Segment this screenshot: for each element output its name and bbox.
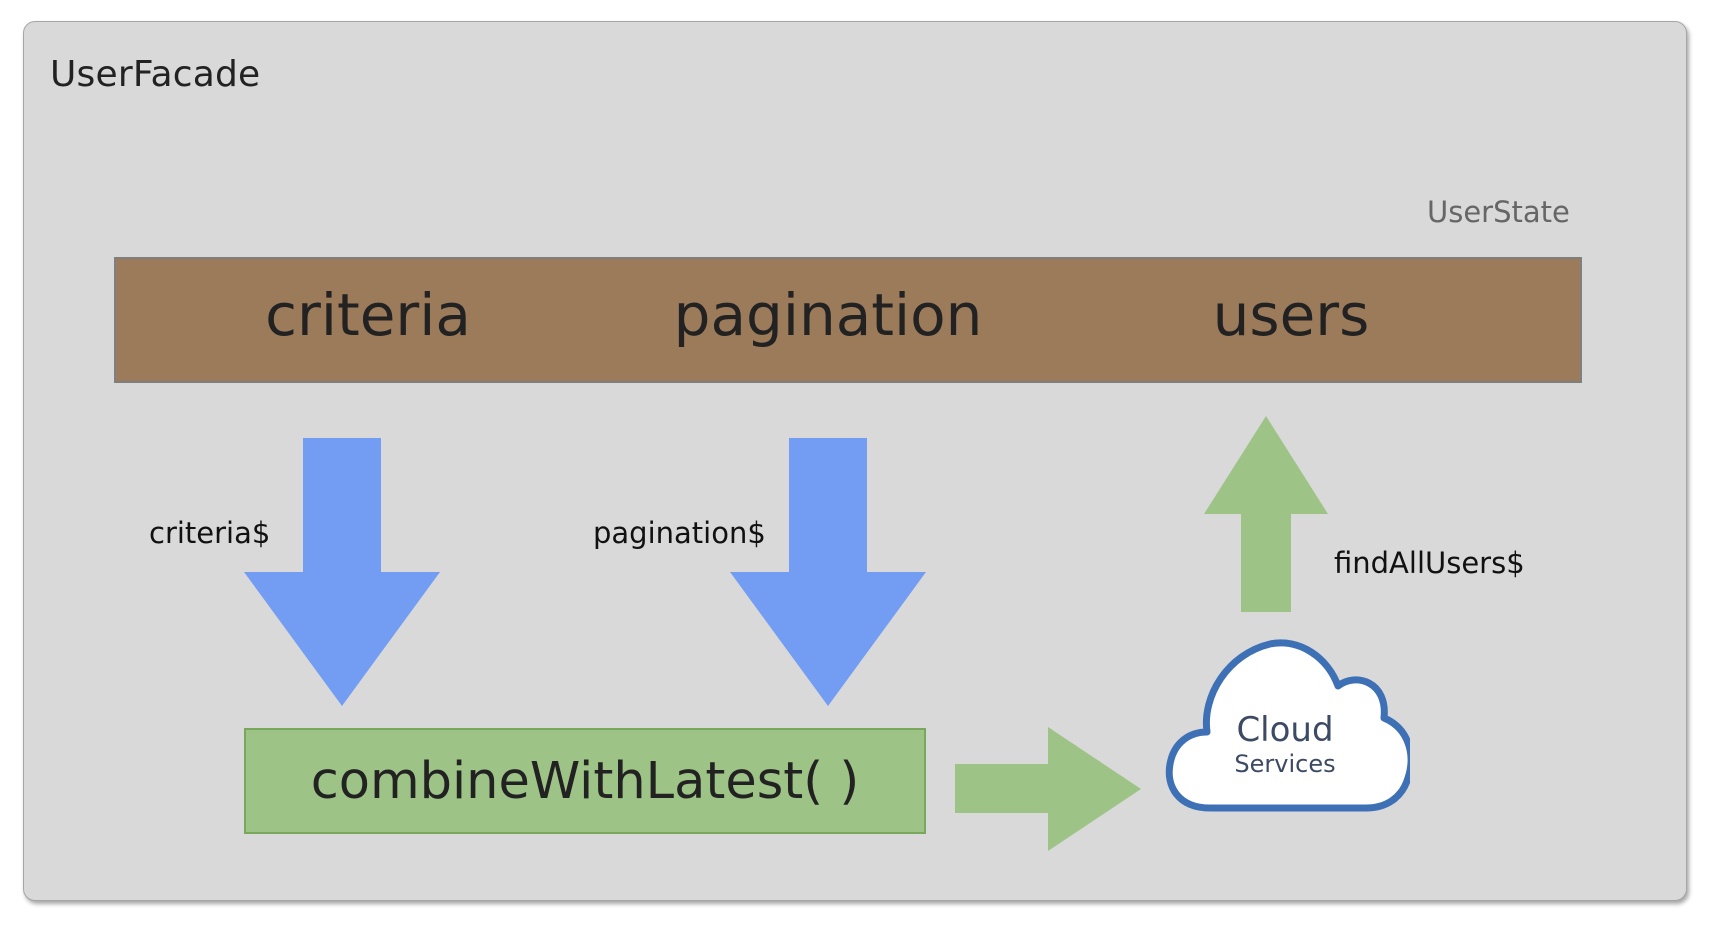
combine-with-latest-label: combineWithLatest( ) [310, 751, 860, 811]
state-field-pagination: pagination [673, 281, 983, 349]
combine-to-cloud-arrow [955, 727, 1141, 851]
find-all-users-up-arrow [1204, 416, 1328, 612]
combine-with-latest-box: combineWithLatest( ) [244, 728, 926, 834]
pagination-down-arrow [730, 438, 926, 706]
cloud-label-line1: Cloud [1236, 710, 1334, 750]
cloud-label-line2: Services [1234, 750, 1336, 778]
pagination-stream-label: pagination$ [593, 516, 766, 550]
find-all-users-stream-label: findAllUsers$ [1334, 546, 1525, 580]
facade-title: UserFacade [50, 54, 261, 95]
user-state-label: UserState [1427, 195, 1570, 229]
state-field-users: users [1212, 281, 1370, 349]
state-field-criteria: criteria [265, 281, 471, 349]
criteria-down-arrow [244, 438, 440, 706]
cloud-services: Cloud Services [1160, 636, 1415, 821]
user-state-bar [114, 257, 1582, 383]
criteria-stream-label: criteria$ [149, 516, 271, 550]
